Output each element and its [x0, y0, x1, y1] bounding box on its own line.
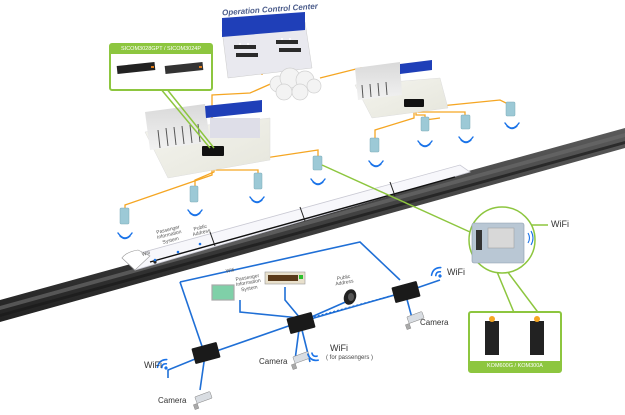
wifi-signal-icons: [117, 122, 520, 240]
callout-wifi-label: WiFi: [551, 219, 569, 229]
top-product-badge: SICOM3028GPT / SICOM3024P: [109, 43, 213, 91]
bottom-product-badge: KOM600G / KOM300A: [468, 311, 562, 373]
onboard-camera-bottom-label: Camera: [158, 396, 187, 405]
trackside-access-points: [119, 101, 516, 225]
onboard-wifi-left-label: WiFi: [144, 360, 162, 370]
onboard-wifi-icons: [156, 266, 442, 370]
onboard-camera-mid-label: Camera: [259, 357, 288, 366]
switch-product-images: [116, 62, 204, 74]
top-product-label: SICOM3028GPT / SICOM3024P: [111, 45, 211, 54]
media-converter-images: [485, 316, 544, 355]
pis-monitor: [211, 284, 235, 301]
onboard-wifi-passengers-label: WiFi: [330, 343, 348, 353]
bottom-product-label: KOM600G / KOM300A: [470, 361, 560, 371]
operation-control-center: [221, 12, 313, 79]
train: [121, 164, 471, 271]
rail-track: [0, 128, 625, 322]
onboard-switches: [191, 281, 421, 364]
callout-lines: [159, 87, 548, 316]
station-switch-right: [404, 99, 424, 107]
station-switch-left: [202, 146, 224, 156]
camera-icons: [193, 311, 425, 410]
station-left: [144, 100, 271, 179]
train-label-dots: [153, 242, 202, 262]
pis-display-unit: [264, 271, 306, 285]
onboard-wifi-passengers-note: ( for passengers ): [326, 355, 374, 361]
onboard-wifi-right-label: WiFi: [447, 267, 465, 277]
callout-magnifier: [468, 206, 536, 274]
onboard-camera-right-label: Camera: [420, 318, 449, 327]
speaker-icon: [343, 289, 357, 305]
cloud: [269, 67, 322, 101]
station-right: [354, 60, 449, 119]
onboard-dashed-link: [309, 291, 406, 319]
